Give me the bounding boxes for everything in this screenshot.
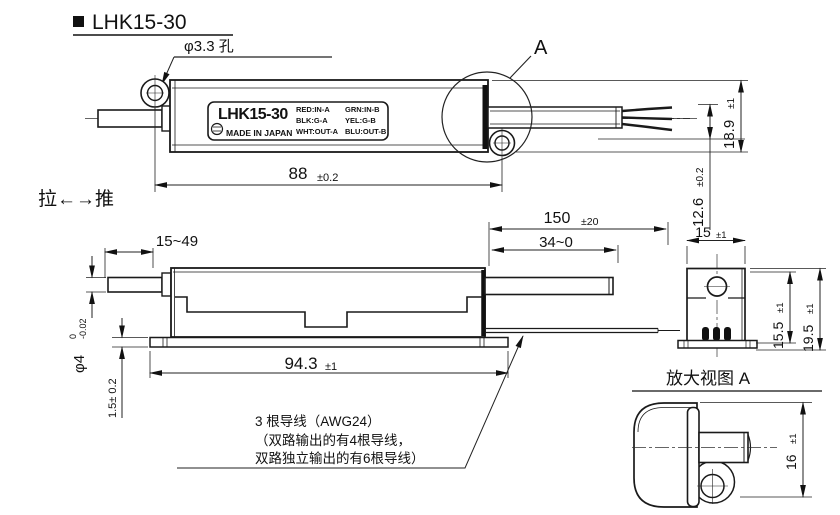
wire-note-leader [177, 335, 524, 469]
cable-side [486, 327, 680, 334]
dim-end-height-inner: 15.5 ±1 [750, 271, 796, 349]
dim-end-height-outer: 19.5 ±1 [750, 267, 826, 352]
detail-shaft [698, 431, 749, 464]
mounting-hole-left [146, 75, 164, 110]
dim-shaft-dia: φ4 0 -0.02 [68, 256, 106, 373]
shaft-collar-side [161, 272, 172, 297]
dim-end-height-inner-value: 15.5 [770, 322, 786, 349]
lead-wire [621, 116, 673, 121]
base-plate-side [149, 336, 509, 348]
dim-body-height-tol: ±1 [726, 98, 737, 109]
wiring-1a: RED:IN-A [296, 105, 330, 114]
dim-body-height-value: 18.9 [721, 120, 738, 149]
side-view: 15~49 150 ±20 34~0 [68, 210, 680, 469]
label-model: LHK15-30 [218, 106, 288, 123]
shaft-hole-end [704, 276, 730, 297]
dim-lead-length-value: 150 [544, 210, 571, 227]
dim-end-width: 15 ±1 [686, 224, 746, 264]
dim-stroke-range: 15~49 [104, 233, 198, 278]
dim-base-thickness-value: 1.5± 0.2 [107, 378, 119, 418]
dim-end-height-outer-value: 19.5 [800, 325, 816, 352]
enlarged-view-a: 放大视图 A 16 ±1 [632, 369, 822, 508]
dim-lead-length: 150 ±20 [488, 210, 669, 266]
dim-rod-travel: 34~0 [491, 234, 619, 263]
wiring-2a: BLK:G-A [296, 116, 328, 125]
wire-note-line3: 双路独立输出的有6根导线） [255, 451, 425, 466]
title-bullet-icon [73, 16, 84, 27]
mounting-hole-right [488, 128, 516, 158]
dim-detail-height-tol: ±1 [788, 434, 799, 445]
dim-detail-height: 16 ±1 [700, 401, 812, 498]
wire-end-icon [724, 327, 731, 341]
dim-end-height-inner-tol: ±1 [775, 303, 786, 314]
detail-body-end [633, 402, 698, 508]
wire-cross-sections [702, 327, 731, 341]
dim-shaft-dia-tol-lower: -0.02 [78, 318, 88, 339]
detail-leader [509, 55, 532, 79]
shaft-rod-side [107, 276, 163, 293]
rod-right-side [484, 276, 614, 296]
wire-note: 3 根导线（AWG24） （双路输出的有4根导线， 双路独立输出的有6根导线） [177, 335, 524, 469]
dim-wire-height: 12.6 ±0.2 [598, 103, 745, 230]
dim-body-height: 18.9 ±1 [492, 79, 748, 153]
body-side-view [170, 267, 486, 338]
wiring-3b: BLU:OUT-B [345, 127, 387, 136]
shaft-rod-top [97, 109, 163, 128]
dim-end-width-tol: ±1 [716, 230, 727, 241]
hole-callout: φ3.3 孔 [161, 38, 332, 85]
wire-note-line2: （双路输出的有4根导线， [255, 433, 411, 448]
dim-end-height-outer-tol: ±1 [805, 304, 816, 315]
dim-stroke-range-value: 15~49 [156, 233, 198, 250]
brand-logo-icon [210, 122, 224, 136]
dim-rod-travel-value: 34~0 [539, 234, 573, 251]
title-block: LHK15-30 [73, 11, 233, 36]
wire-note-line1: 3 根导线（AWG24） [255, 414, 381, 429]
wiring-3a: WHT:OUT-A [296, 127, 339, 136]
dim-wire-height-tol: ±0.2 [695, 167, 706, 187]
detail-ear-plate [686, 406, 700, 508]
product-label: LHK15-30 MADE IN JAPAN RED:IN-A GRN:IN-B… [207, 101, 389, 141]
dim-end-width-value: 15 [695, 224, 711, 240]
lead-wire [621, 106, 673, 113]
dim-lead-length-tol: ±20 [581, 216, 599, 228]
base-plate-end [677, 339, 758, 349]
hole-note-label: φ3.3 孔 [184, 38, 234, 55]
detail-view-title: 放大视图 A [666, 369, 751, 388]
detail-circle-A [441, 71, 533, 163]
end-view: 15 ±1 15.5 ±1 [677, 224, 826, 357]
page-title: LHK15-30 [92, 11, 187, 34]
dim-base-length-tol: ±1 [325, 361, 337, 373]
wire-end-icon [702, 327, 709, 341]
detail-mounting-hole [697, 469, 728, 504]
label-origin: MADE IN JAPAN [226, 128, 292, 138]
label-plate [207, 101, 389, 141]
dim-base-length: 94.3 ±1 [149, 351, 509, 378]
dim-wire-height-value: 12.6 [690, 198, 707, 227]
stepped-profile [175, 296, 483, 328]
cable-sleeve [487, 106, 623, 129]
lead-wire [621, 122, 673, 132]
label-wiring-legend: RED:IN-A GRN:IN-B BLK:G-A YEL:G-B WHT:OU… [296, 105, 387, 136]
dim-base-thickness: 1.5± 0.2 [107, 318, 148, 418]
cable-exit [487, 106, 690, 132]
dim-base-length-value: 94.3 [284, 354, 317, 373]
dim-hole-pitch-tol: ±0.2 [317, 172, 338, 184]
dim-detail-height-value: 16 [783, 454, 799, 470]
dim-hole-pitch: 88 ±0.2 [154, 108, 503, 192]
wiring-2b: YEL:G-B [345, 116, 376, 125]
dim-shaft-dia-tol-upper: 0 [68, 334, 78, 339]
dim-shaft-dia-value: φ4 [71, 355, 88, 373]
top-view: φ3.3 孔 LHK15-30 [85, 37, 748, 230]
detail-callout-label: A [534, 37, 548, 59]
motion-direction-note: 拉←→推 [38, 188, 114, 210]
wiring-1b: GRN:IN-B [345, 105, 380, 114]
wire-end-icon [713, 327, 720, 341]
dim-hole-pitch-value: 88 [289, 164, 308, 183]
